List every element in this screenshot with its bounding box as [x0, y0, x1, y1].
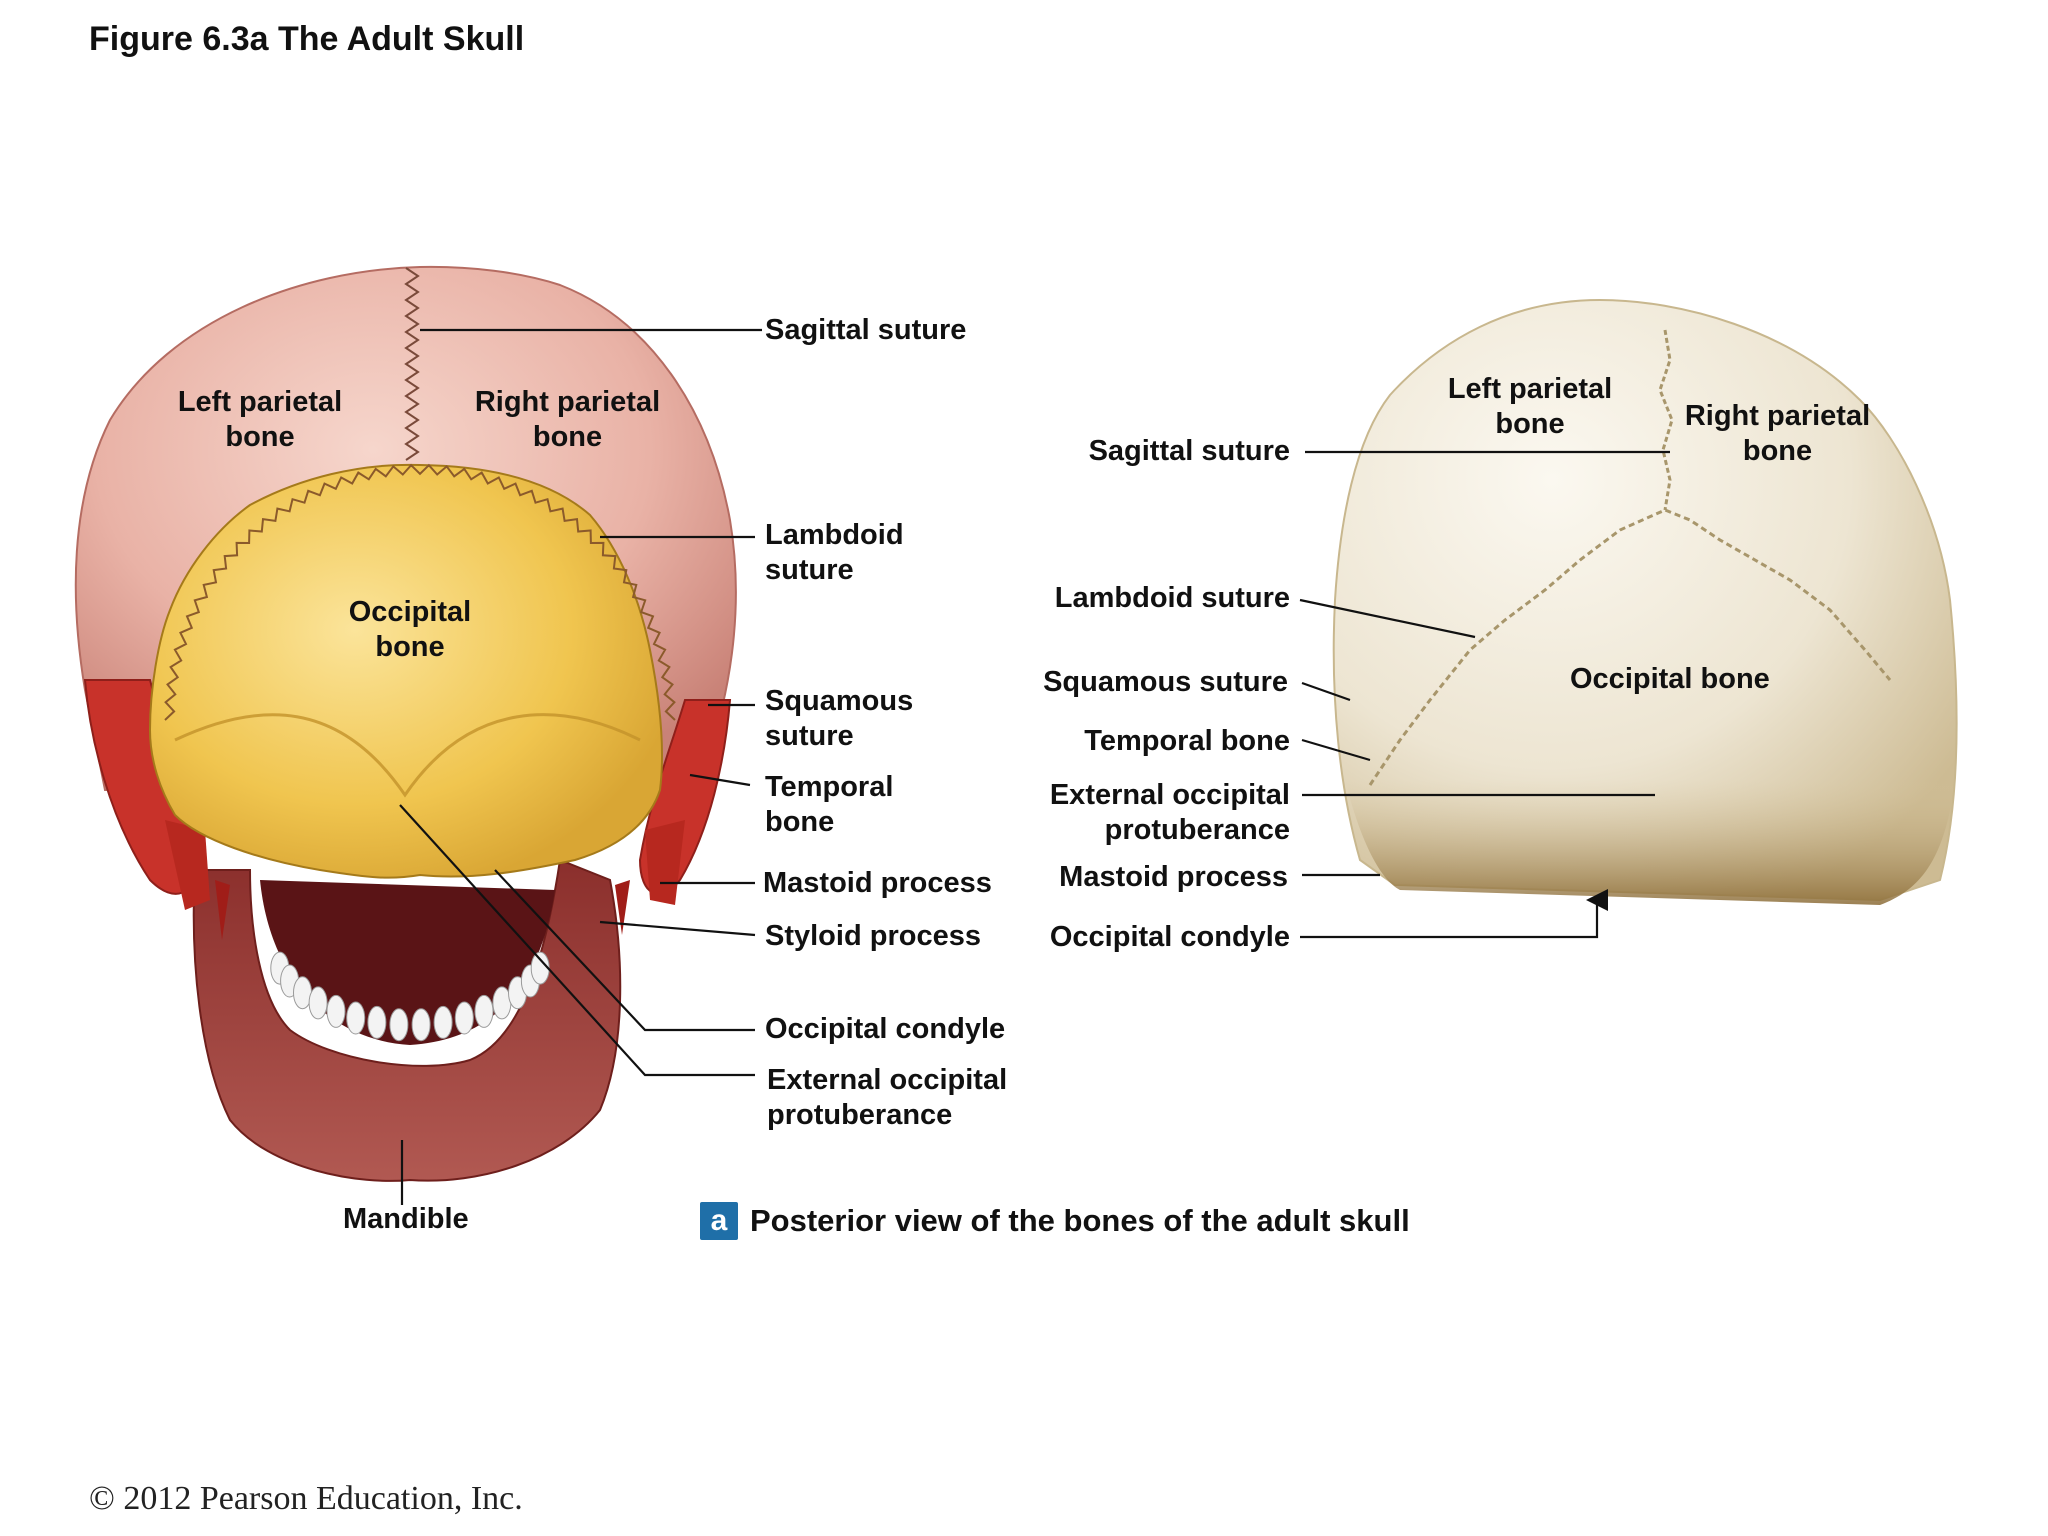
illus-right-parietal-label: Right parietal bone	[474, 386, 661, 453]
illus-styloid-process-label: Styloid process	[765, 920, 981, 952]
photo-lambdoid-suture-label: Lambdoid suture	[1054, 582, 1290, 614]
illus-squamous-suture-label: Squamous suture	[765, 685, 914, 752]
photo-occipital-bone-label: Occipital bone	[1570, 663, 1770, 695]
tooth	[454, 1001, 474, 1035]
caption-badge: a	[700, 1202, 738, 1240]
photo-skull-shape	[1332, 298, 1958, 902]
photo-occipital-condyle-label: Occipital condyle	[1049, 921, 1290, 953]
tooth	[411, 1008, 431, 1042]
photo-sagittal-suture	[1658, 329, 1674, 511]
photo-lambdoid-suture	[1368, 508, 1892, 786]
tooth	[530, 951, 550, 985]
figure-caption: a Posterior view of the bones of the adu…	[700, 1200, 1410, 1242]
copyright-notice: © 2012 Pearson Education, Inc.	[89, 1480, 523, 1517]
tooth	[474, 994, 494, 1028]
caption-text: Posterior view of the bones of the adult…	[750, 1203, 1410, 1238]
occipital-bone-shape	[148, 463, 663, 879]
tooth	[308, 986, 328, 1020]
photo-left-parietal-label: Left parietal bone	[1447, 373, 1613, 440]
photo-mastoid-process-label: Mastoid process	[1059, 861, 1288, 893]
illus-mastoid-process-label: Mastoid process	[763, 867, 992, 899]
mandible-shape	[192, 858, 622, 1182]
illus-left-parietal-label: Left parietal bone	[177, 386, 343, 453]
sagittal-suture-line	[404, 267, 420, 461]
illus-mandible-label: Mandible	[343, 1203, 469, 1235]
left-mastoid-shape	[165, 820, 210, 910]
photo-sagittal-suture-label: Sagittal suture	[1088, 435, 1290, 467]
right-styloid-shape	[615, 880, 630, 935]
tooth	[367, 1005, 387, 1039]
photo-base-shading	[1345, 780, 1955, 905]
illus-external-occipital-protuberance-label: External occipital protuberance	[767, 1064, 1008, 1131]
photo-squamous-suture-label: Squamous suture	[1043, 666, 1288, 698]
illus-occipital-condyle-label: Occipital condyle	[765, 1013, 1006, 1045]
lambdoid-suture-line	[164, 463, 676, 721]
photo-right-parietal-label: Right parietal bone	[1684, 400, 1871, 467]
teeth	[270, 951, 550, 1042]
tooth	[346, 1001, 366, 1035]
left-styloid-shape	[215, 880, 230, 940]
tooth	[389, 1008, 409, 1042]
illus-temporal-bone-label: Temporal bone	[765, 771, 894, 838]
tooth	[433, 1005, 453, 1039]
figure-title: Figure 6.3a The Adult Skull	[89, 20, 525, 58]
photo-temporal-bone-label: Temporal bone	[1084, 725, 1290, 757]
photo-external-occipital-protuberance-label: External occipital protuberance	[1049, 779, 1290, 846]
illus-occipital-label: Occipital bone	[348, 596, 472, 663]
photo-leader-lines	[1299, 450, 1670, 939]
illus-sagittal-suture-label: Sagittal suture	[765, 314, 967, 346]
illustration-leader-lines	[399, 328, 762, 1205]
nuchal-lines	[174, 713, 641, 798]
illus-lambdoid-suture-label: Lambdoid suture	[765, 519, 904, 586]
right-mastoid-shape	[645, 820, 685, 905]
tooth	[326, 994, 346, 1028]
